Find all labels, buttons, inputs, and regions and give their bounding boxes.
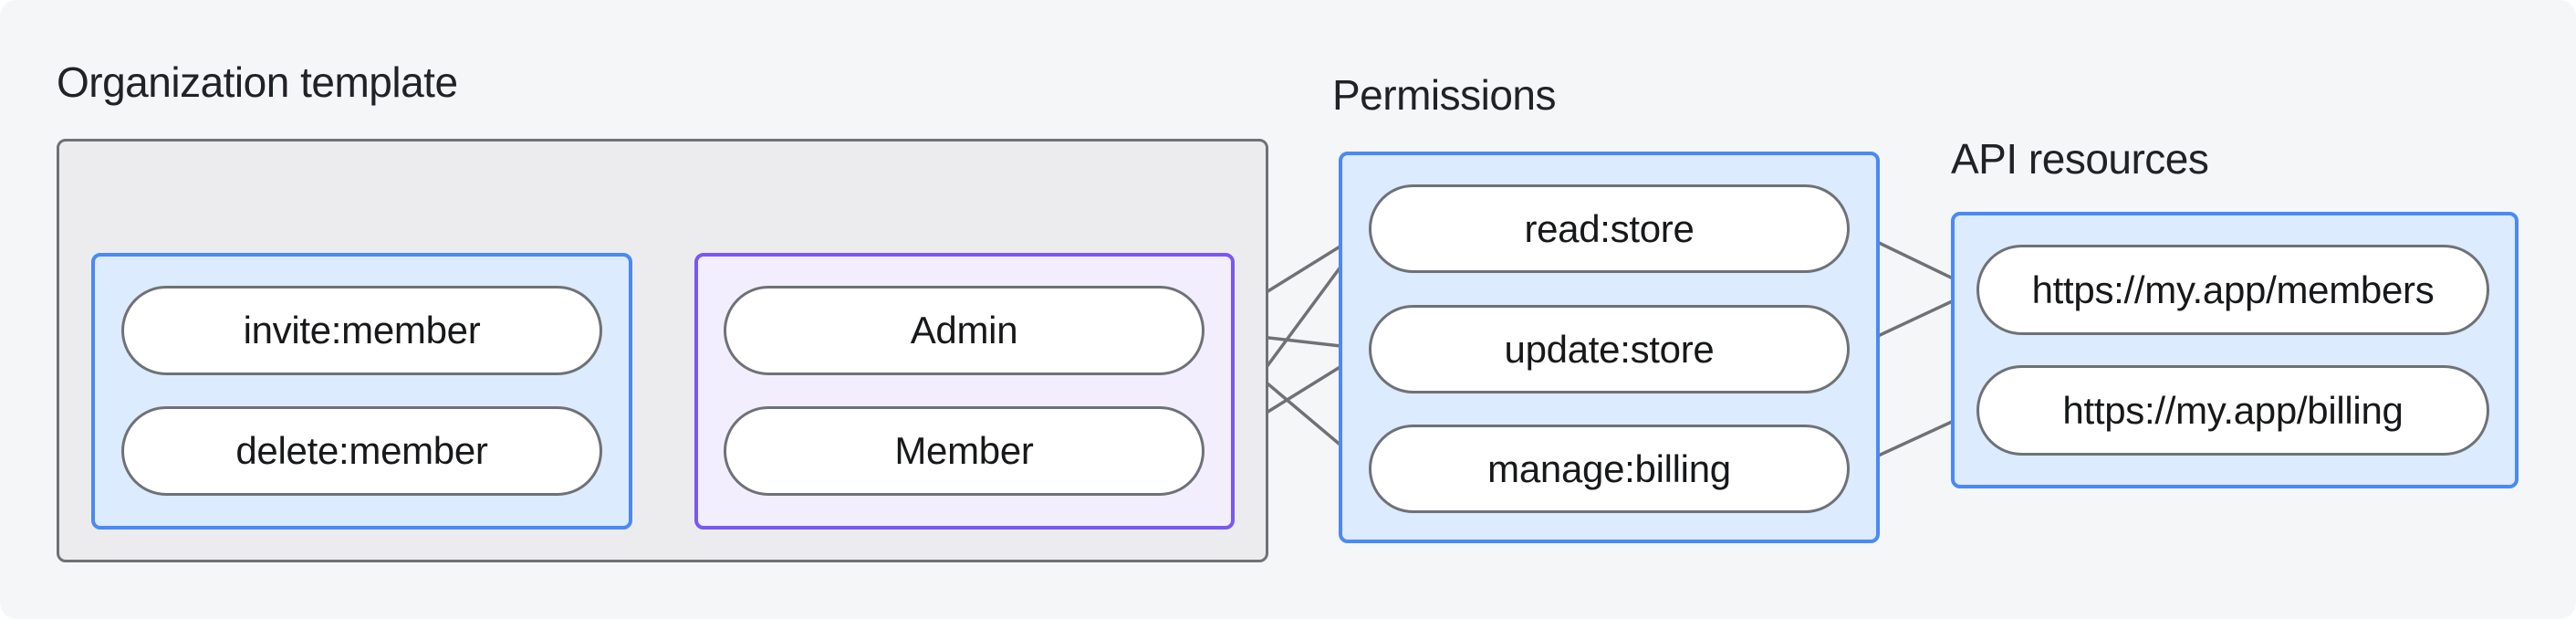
pill-read-store: read:store: [1369, 184, 1850, 273]
pill-api-members: https://my.app/members: [1976, 245, 2489, 335]
pill-member: Member: [724, 406, 1205, 496]
pill-update-store: update:store: [1369, 305, 1850, 393]
pill-api-billing: https://my.app/billing: [1976, 365, 2489, 456]
pill-member-label: Member: [894, 429, 1034, 472]
organization-template-label: Organization template: [57, 58, 458, 106]
pill-invite-member-label: invite:member: [243, 309, 481, 351]
pill-admin-label: Admin: [910, 309, 1018, 351]
pill-api-billing-label: https://my.app/billing: [2062, 388, 2404, 432]
api-resources-label: API resources: [1951, 135, 2209, 183]
pill-read-store-label: read:store: [1524, 206, 1695, 250]
permissions-label: Permissions: [1332, 71, 1557, 119]
pill-delete-member: delete:member: [121, 406, 602, 496]
pill-manage-billing: manage:billing: [1369, 425, 1850, 513]
pill-manage-billing-label: manage:billing: [1487, 446, 1731, 490]
pill-update-store-label: update:store: [1504, 327, 1715, 371]
pill-invite-member: invite:member: [121, 286, 602, 375]
pill-admin: Admin: [724, 286, 1205, 375]
pill-api-members-label: https://my.app/members: [2031, 268, 2435, 311]
pill-delete-member-label: delete:member: [235, 429, 488, 472]
